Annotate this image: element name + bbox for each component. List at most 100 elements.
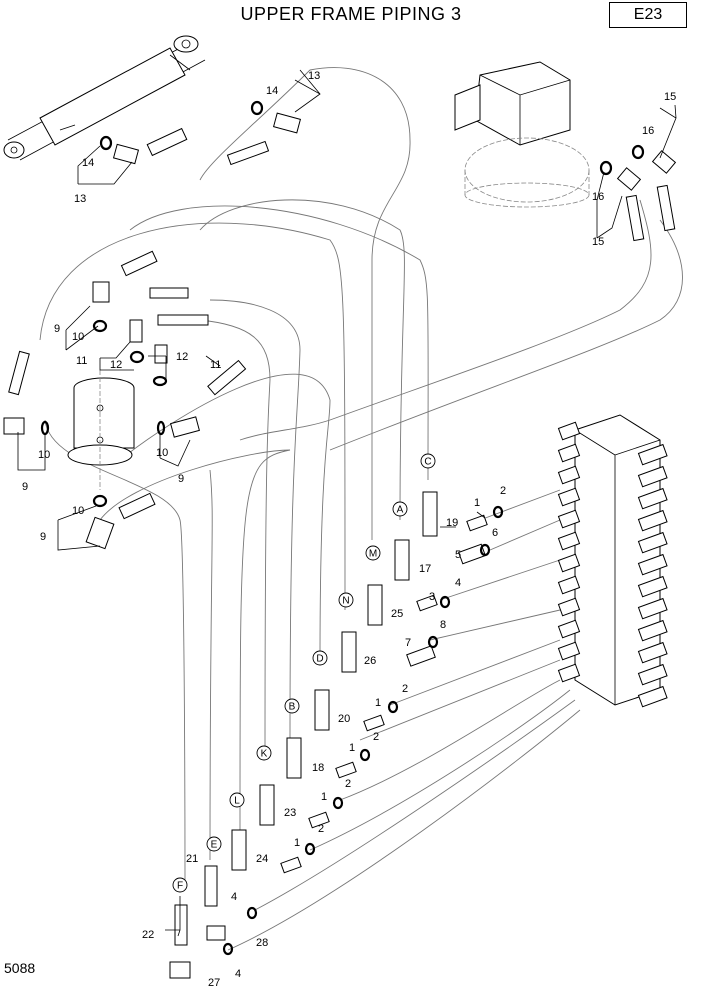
hose-callout-e: E bbox=[206, 836, 222, 852]
valve-spool-port bbox=[557, 641, 581, 661]
valve-spool-port bbox=[557, 487, 581, 507]
hose-callout-k: K bbox=[256, 745, 272, 761]
part-number-label: 13 bbox=[308, 70, 320, 82]
svg-text:A: A bbox=[397, 505, 404, 516]
valve-spool-port bbox=[637, 531, 668, 554]
swing-motor bbox=[454, 61, 590, 208]
hose-callout-b: B bbox=[284, 698, 300, 714]
part-number-label: 20 bbox=[338, 713, 350, 725]
part-number-label: 11 bbox=[210, 359, 221, 371]
valve-spool-port bbox=[637, 685, 668, 708]
svg-text:B: B bbox=[289, 702, 296, 713]
part-number-label: 15 bbox=[592, 236, 604, 248]
part-number-label: 23 bbox=[284, 807, 296, 819]
part-number-label: 1 bbox=[474, 497, 480, 509]
part-number-label: 16 bbox=[592, 191, 604, 203]
valve-spool-port bbox=[637, 487, 668, 510]
valve-spool-port bbox=[637, 663, 668, 686]
svg-text:F: F bbox=[177, 881, 183, 892]
part-number-label: 2 bbox=[402, 683, 408, 695]
part-number-label: 17 bbox=[419, 563, 431, 575]
part-number-label: 15 bbox=[664, 91, 676, 103]
part-number-label: 18 bbox=[312, 762, 324, 774]
svg-text:E: E bbox=[211, 840, 218, 851]
part-number-label: 24 bbox=[256, 853, 268, 865]
part-number-label: 2 bbox=[500, 485, 506, 497]
svg-text:N: N bbox=[342, 596, 349, 607]
valve-spool-port bbox=[557, 443, 581, 463]
valve-spool-port bbox=[637, 509, 668, 532]
part-number-label: 2 bbox=[373, 731, 379, 743]
part-number-label: 27 bbox=[208, 977, 220, 989]
part-number-label: 16 bbox=[642, 125, 654, 137]
svg-text:L: L bbox=[234, 796, 240, 807]
valve-spool-port bbox=[637, 443, 668, 466]
hose-callout-d: D bbox=[312, 650, 328, 666]
part-number-label: 9 bbox=[40, 531, 46, 543]
hose-routes bbox=[39, 67, 683, 951]
part-number-label: 2 bbox=[318, 823, 324, 835]
valve-spool-port bbox=[637, 553, 668, 576]
part-number-label: 1 bbox=[294, 837, 300, 849]
hose-callout-f: F bbox=[172, 877, 188, 893]
part-number-label: 12 bbox=[176, 351, 188, 363]
valve-spool-port bbox=[637, 597, 668, 620]
valve-spool-port bbox=[557, 421, 581, 441]
part-number-label: 1 bbox=[349, 742, 355, 754]
part-number-label: 10 bbox=[156, 447, 168, 459]
page-title: UPPER FRAME PIPING 3 bbox=[240, 4, 462, 24]
part-number-label: 25 bbox=[391, 608, 403, 620]
part-number-label: 2 bbox=[345, 778, 351, 790]
valve-spool-port bbox=[557, 531, 581, 551]
part-number-label: 9 bbox=[22, 481, 28, 493]
valve-spool-port bbox=[637, 641, 668, 664]
hose-callout-n: N bbox=[338, 592, 354, 608]
part-number-label: 9 bbox=[54, 323, 60, 335]
part-number-label: 12 bbox=[110, 359, 122, 371]
part-number-label: 4 bbox=[455, 577, 461, 589]
hose-callout-m: M bbox=[365, 545, 381, 561]
valve-spool-port bbox=[557, 663, 581, 683]
valve-spool-port bbox=[557, 575, 581, 595]
part-number-label: 10 bbox=[72, 331, 84, 343]
part-number-label: 6 bbox=[492, 527, 498, 539]
svg-text:M: M bbox=[369, 549, 377, 560]
part-number-label: 8 bbox=[440, 619, 446, 631]
part-number-label: 21 bbox=[186, 853, 198, 865]
part-number-label: 4 bbox=[235, 968, 241, 980]
main-control-valve bbox=[557, 414, 668, 708]
part-number-label: 14 bbox=[82, 157, 94, 169]
svg-text:D: D bbox=[316, 654, 323, 665]
valve-spool-port bbox=[557, 553, 581, 573]
svg-text:C: C bbox=[424, 457, 431, 468]
part-number-label: 14 bbox=[266, 85, 278, 97]
swivel-joint bbox=[67, 370, 135, 490]
part-number-label: 3 bbox=[429, 591, 435, 603]
section-code-box: E23 bbox=[609, 2, 687, 28]
valve-spool-port bbox=[557, 465, 581, 485]
part-number-label: 19 bbox=[446, 517, 458, 529]
part-number-label: 7 bbox=[405, 637, 411, 649]
leader-lines bbox=[17, 69, 677, 937]
fittings bbox=[3, 112, 677, 979]
part-number-label: 10 bbox=[38, 449, 50, 461]
part-number-label: 26 bbox=[364, 655, 376, 667]
valve-spool-port bbox=[557, 619, 581, 639]
part-number-label: 5 bbox=[455, 549, 461, 561]
boom-cylinder bbox=[3, 35, 206, 161]
part-number-label: 22 bbox=[142, 929, 154, 941]
part-number-label: 28 bbox=[256, 937, 268, 949]
part-number-label: 1 bbox=[375, 697, 381, 709]
svg-text:K: K bbox=[261, 749, 268, 760]
valve-spool-port bbox=[557, 509, 581, 529]
part-number-label: 9 bbox=[178, 473, 184, 485]
part-number-label: 4 bbox=[231, 891, 237, 903]
part-number-label: 11 bbox=[76, 355, 87, 367]
hose-callout-a: A bbox=[392, 501, 408, 517]
drawing-number: 5088 bbox=[4, 960, 36, 976]
valve-spool-port bbox=[637, 575, 668, 598]
o-rings bbox=[40, 100, 645, 956]
part-number-label: 13 bbox=[74, 193, 86, 205]
part-number-label: 1 bbox=[321, 791, 327, 803]
